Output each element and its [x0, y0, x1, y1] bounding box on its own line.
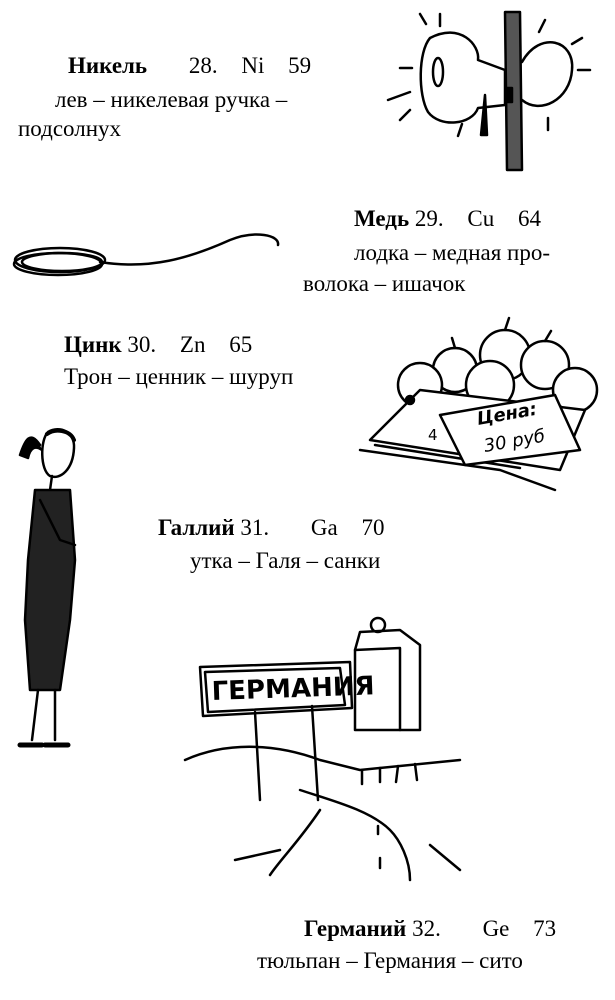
element-mass: 65 [229, 332, 253, 357]
entry-nickel-header: Никель 28. Ni 59 [68, 52, 311, 80]
element-symbol: Zn [179, 332, 206, 357]
element-number: 28. [188, 53, 218, 78]
element-number: 29. [414, 206, 444, 231]
element-name: Галлий [158, 515, 235, 540]
element-symbol: Ge [482, 916, 510, 941]
road-sign-label: ГЕРМАНИЯ [211, 671, 375, 707]
entry-nickel-mnemonic-2: подсолнух [18, 115, 121, 143]
element-symbol: Cu [467, 206, 495, 231]
mnemonic-line: лодка – медная про- [354, 240, 551, 265]
girl-illustration [17, 428, 77, 748]
mnemonic-line: волока – ишачок [303, 271, 466, 296]
copper-wire-illustration [12, 233, 280, 277]
mnemonic-line: тюльпан – Германия – сито [257, 948, 523, 973]
element-name: Цинк [64, 332, 122, 357]
entry-copper-mnemonic: лодка – медная про- [354, 239, 550, 267]
mnemonic-line: утка – Галя – санки [190, 548, 381, 573]
element-number: 32. [412, 916, 441, 941]
entry-copper-mnemonic-2: волока – ишачок [303, 270, 465, 298]
entry-nickel: Никель 28. Ni 59 [68, 52, 311, 80]
entry-gallium: Галлий 31. Ga 70 [158, 514, 384, 542]
entry-gallium-mnemonic: утка – Галя – санки [190, 547, 380, 575]
mnemonic-line: Трон – ценник – шуруп [64, 364, 294, 389]
price-tag-corner: 4 [428, 426, 438, 444]
element-mass: 73 [533, 916, 557, 941]
germany-road-illustration [183, 616, 462, 882]
element-number: 30. [127, 332, 157, 357]
entry-nickel-mnemonic: лев – никелевая ручка – [55, 86, 287, 114]
entry-germanium: Германий 32. Ge 73 [304, 915, 556, 943]
element-number: 31. [240, 515, 270, 540]
element-symbol: Ni [241, 53, 265, 78]
element-name: Германий [304, 916, 407, 941]
mnemonic-line: подсолнух [18, 116, 122, 141]
price-tag-illustration [358, 316, 599, 492]
element-mass: 59 [288, 53, 312, 78]
entry-germanium-mnemonic: тюльпан – Германия – сито [257, 947, 523, 975]
entry-zinc-mnemonic: Трон – ценник – шуруп [64, 363, 293, 391]
element-mass: 70 [361, 515, 385, 540]
entry-zinc: Цинк 30. Zn 65 [64, 331, 252, 359]
door-knob-illustration [386, 10, 592, 172]
element-symbol: Ga [310, 515, 338, 540]
mnemonic-line: лев – никелевая ручка – [55, 87, 288, 112]
entry-copper: Медь 29. Cu 64 [354, 205, 541, 233]
element-name: Никель [68, 53, 148, 78]
element-name: Медь [354, 206, 410, 231]
element-mass: 64 [517, 206, 541, 231]
